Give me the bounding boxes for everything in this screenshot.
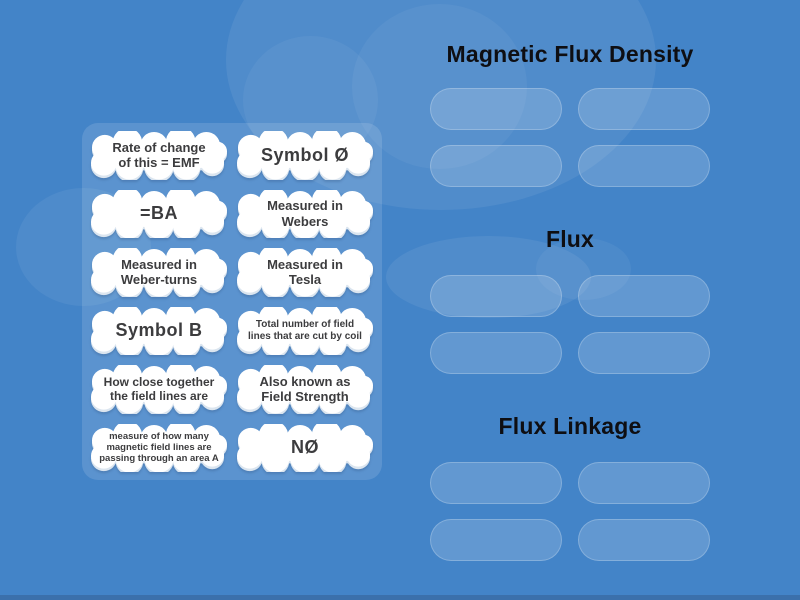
tile-label: Symbol Ø [260,144,349,165]
tile-label: Also known as Field Strength [259,373,351,405]
tile-label: Measured in Weber-turns [120,256,198,288]
tile-field-strength[interactable]: Also known as Field Strength [236,365,374,414]
tile-symbol-b[interactable]: Symbol B [90,306,228,355]
drop-slot[interactable] [578,88,710,130]
cloud-shape-icon [90,189,228,238]
drop-slot[interactable] [578,462,710,504]
drop-slot[interactable] [578,145,710,187]
tile-label: Measured in Tesla [267,256,343,288]
bottom-edge-divider [0,595,800,600]
cloud-shape-icon [236,189,374,238]
cloud-shape-icon [90,131,228,180]
tile-label: Rate of change of this = EMF [112,139,206,171]
cloud-shape-icon [236,423,374,472]
tile-total-field-lines-cut[interactable]: Total number of field lines that are cut… [236,306,374,355]
drop-slot[interactable] [578,519,710,561]
tile-measured-in-tesla[interactable]: Measured in Tesla [236,248,374,297]
tile-label: Symbol B [115,320,203,341]
drop-slot[interactable] [578,275,710,317]
drop-slot[interactable] [578,332,710,374]
drop-slot[interactable] [430,462,562,504]
drop-slot[interactable] [430,275,562,317]
cloud-shape-icon [236,306,374,355]
category-title-flux-linkage: Flux Linkage [498,413,642,439]
category-slots-magnetic-flux-density [430,88,710,187]
tile-label: Measured in Webers [267,198,343,229]
tile-label: measure of how many magnetic field lines… [99,430,219,465]
tile-rate-of-change[interactable]: Rate of change of this = EMF [90,131,228,180]
tile-label: NØ [291,437,319,458]
drop-slot[interactable] [430,519,562,561]
tile-label: How close together the field lines are [103,375,215,404]
tile-label: Total number of field lines that are cut… [248,318,362,342]
cloud-shape-icon [236,365,374,414]
tile-measured-in-weber-turns[interactable]: Measured in Weber-turns [90,248,228,297]
category-slots-flux-linkage [430,462,710,561]
cloud-shape-icon [90,248,228,297]
category-title-flux: Flux [545,226,595,252]
tile-measured-in-webers[interactable]: Measured in Webers [236,189,374,238]
cloud-shape-icon [90,423,228,472]
category-title-magnetic-flux-density: Magnetic Flux Density [446,41,694,67]
tile-n-phi[interactable]: NØ [236,423,374,472]
drop-slot[interactable] [430,332,562,374]
cloud-shape-icon [236,248,374,297]
cloud-shape-icon [90,365,228,414]
tile-how-close-field-lines[interactable]: How close together the field lines are [90,365,228,414]
tile-label: =BA [139,203,178,224]
category-slots-flux [430,275,710,374]
cloud-shape-icon [90,306,228,355]
tile-symbol-phi[interactable]: Symbol Ø [236,131,374,180]
drop-slot[interactable] [430,88,562,130]
drop-slot[interactable] [430,145,562,187]
tile-tray-panel: Rate of change of this = EMF Symbol Ø =B… [82,123,382,480]
cloud-shape-icon [236,131,374,180]
tile-equals-ba[interactable]: =BA [90,189,228,238]
tile-flux-definition[interactable]: measure of how many magnetic field lines… [90,423,228,472]
